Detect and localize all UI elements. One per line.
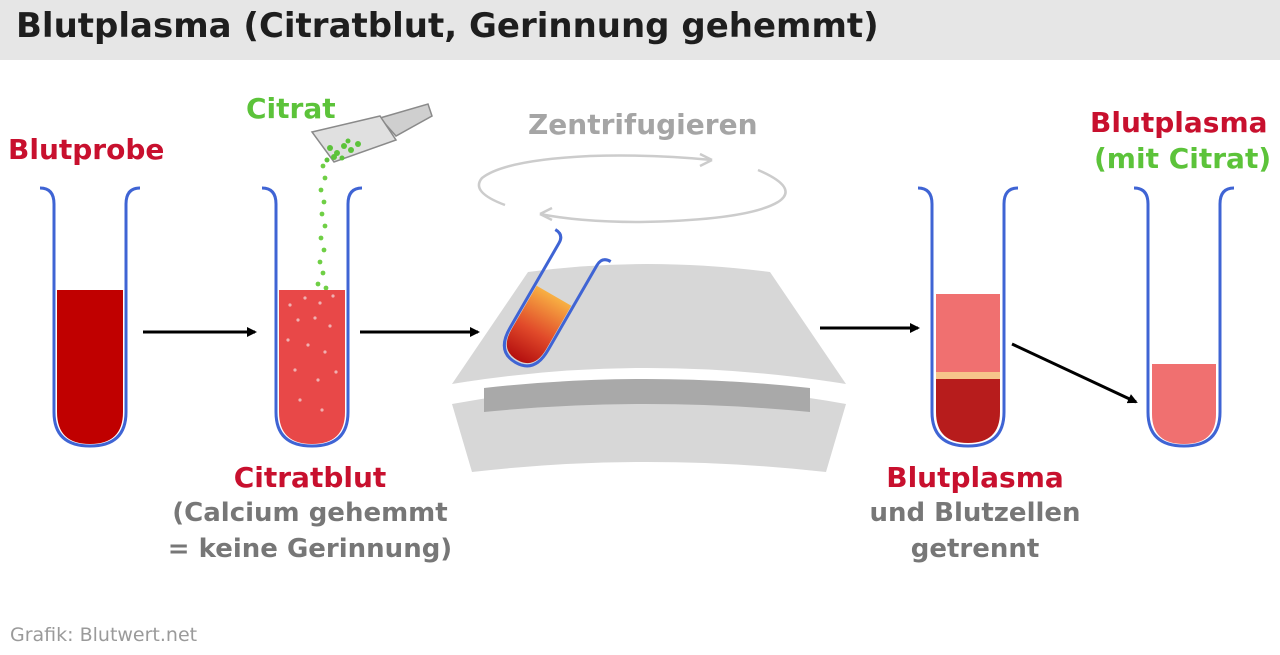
label-plasma-result: Blutplasma <box>1090 106 1268 139</box>
header-bar: Blutplasma (Citratblut, Gerinnung gehemm… <box>0 0 1280 60</box>
page-title: Blutplasma (Citratblut, Gerinnung gehemm… <box>16 6 879 46</box>
label-citrate: Citrat <box>246 92 336 125</box>
buffy-coat-layer <box>936 372 1000 379</box>
centrifuge-base <box>452 386 846 472</box>
process-diagram <box>39 103 1235 472</box>
plasma-layer <box>936 294 1000 372</box>
tube-outline <box>261 186 363 448</box>
tube-plasma <box>1133 186 1235 448</box>
arrow-4 <box>1011 342 1138 404</box>
blood-fill <box>57 290 123 444</box>
centrifuge <box>452 228 846 472</box>
citrate-granules <box>315 163 329 291</box>
label-blood-sample: Blutprobe <box>8 133 165 166</box>
rotation-arrows <box>477 152 787 224</box>
citrated-blood-fill <box>279 290 345 444</box>
label-centrifuge: Zentrifugieren <box>528 108 758 141</box>
citrate-scoop <box>310 103 433 163</box>
credit-text: Grafik: Blutwert.net <box>10 624 198 646</box>
label-separated-1: Blutplasma <box>886 461 1064 494</box>
tube-outline <box>1133 186 1235 448</box>
tube-outline <box>917 186 1019 448</box>
tube-citrated-blood <box>261 186 363 448</box>
label-plasma-note: (mit Citrat) <box>1094 142 1272 175</box>
label-separated-3: getrennt <box>910 534 1040 564</box>
label-citrated-blood-note-2: = keine Gerinnung) <box>167 534 453 564</box>
centrifuge-spindle <box>484 379 810 412</box>
label-separated-2: und Blutzellen <box>869 498 1081 528</box>
label-citrated-blood-note-1: (Calcium gehemmt <box>172 498 448 528</box>
cells-layer <box>936 379 1000 443</box>
label-citrated-blood: Citratblut <box>233 461 387 494</box>
tube-separated <box>917 186 1019 448</box>
tube-blood-sample <box>39 186 141 448</box>
plasma-fill <box>1152 364 1216 444</box>
tube-outline <box>39 186 141 448</box>
spinning-tube <box>502 228 612 368</box>
